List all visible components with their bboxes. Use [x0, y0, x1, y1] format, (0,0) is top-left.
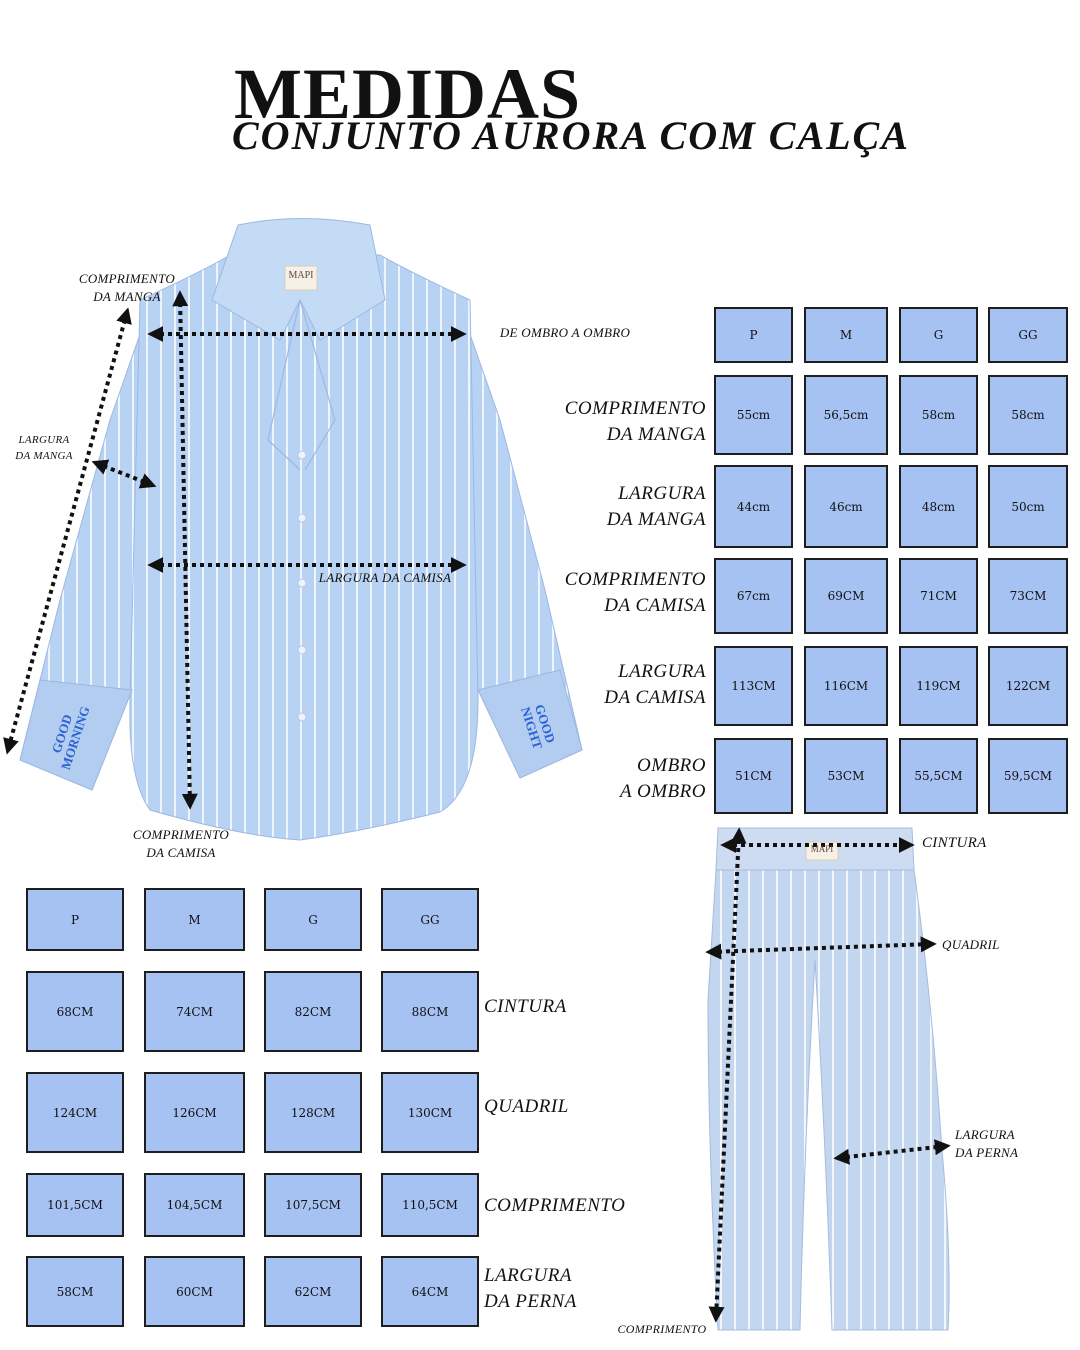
size-header-p: P [714, 307, 793, 363]
annot-sleeve-width: LARGURA DA MANGA [15, 434, 73, 462]
cell-sleeve-length-p: 55cm [714, 375, 793, 455]
arrow-sleeve-width [91, 459, 157, 489]
arrow-leg-width [833, 1139, 951, 1165]
cell-waist-p: 68CM [26, 971, 124, 1052]
cell-hip-m: 126CM [144, 1072, 245, 1153]
size-header-g: G [899, 307, 978, 363]
shirt-button [297, 578, 307, 588]
cell-leg-width-gg: 64CM [381, 1256, 479, 1327]
pants-illustration [705, 827, 951, 1331]
shirt-right-cuff [477, 669, 583, 779]
cell-sleeve-width-m: 46cm [804, 465, 888, 548]
annot-waist: CINTURA [922, 835, 987, 851]
pants-brand-text: MAPI [810, 844, 834, 854]
cell-shirt-length-g: 71CM [899, 558, 978, 634]
pants-legs [707, 869, 950, 1331]
cell-hip-gg: 130CM [381, 1072, 479, 1153]
cell-shirt-length-m: 69CM [804, 558, 888, 634]
annot-hip: QUADRIL [942, 937, 1000, 952]
cell-length-m: 104,5CM [144, 1173, 245, 1237]
cell-shoulder-m: 53CM [804, 738, 888, 814]
pants-size-header-gg: GG [381, 888, 479, 951]
cell-hip-p: 124CM [26, 1072, 124, 1153]
arrow-hip [705, 936, 937, 960]
page-title: MEDIDAS [234, 54, 582, 134]
shirt-body [129, 254, 479, 841]
cell-sleeve-length-m: 56,5cm [804, 375, 888, 455]
annot-shirt-length: COMPRIMENTO DA CAMISA [132, 827, 230, 860]
cell-leg-width-m: 60CM [144, 1256, 245, 1327]
arrow-pants-length [708, 827, 747, 1323]
page-subtitle: CONJUNTO AURORA COM CALÇA [232, 113, 910, 158]
cell-leg-width-p: 58CM [26, 1256, 124, 1327]
pants-size-header-g: G [264, 888, 362, 951]
shirt-brand-label [284, 265, 318, 291]
shirt-illustration [3, 218, 583, 841]
cell-waist-gg: 88CM [381, 971, 479, 1052]
row-label-waist: CINTURA [484, 996, 567, 1017]
shirt-button [297, 645, 307, 655]
annot-shirt-width: LARGURA DA CAMISA [318, 570, 452, 585]
arrow-sleeve-length [3, 307, 132, 755]
cell-shirt-length-gg: 73CM [988, 558, 1068, 634]
cell-shirt-width-m: 116CM [804, 646, 888, 726]
row-label-length: COMPRIMENTO [484, 1195, 626, 1216]
cell-leg-width-g: 62CM [264, 1256, 362, 1327]
cell-length-gg: 110,5CM [381, 1173, 479, 1237]
cell-sleeve-length-gg: 58cm [988, 375, 1068, 455]
cell-length-g: 107,5CM [264, 1173, 362, 1237]
pants-size-header-m: M [144, 888, 245, 951]
cell-hip-g: 128CM [264, 1072, 362, 1153]
cell-shirt-width-p: 113CM [714, 646, 793, 726]
cell-waist-g: 82CM [264, 971, 362, 1052]
row-label-hip: QUADRIL [484, 1096, 569, 1117]
size-header-gg: GG [988, 307, 1068, 363]
cell-sleeve-width-g: 48cm [899, 465, 978, 548]
cell-shoulder-p: 51CM [714, 738, 793, 814]
cell-length-p: 101,5CM [26, 1173, 124, 1237]
annot-leg-width: LARGURA DA PERNA [955, 1127, 1019, 1160]
cell-shirt-width-gg: 122CM [988, 646, 1068, 726]
cell-shoulder-gg: 59,5CM [988, 738, 1068, 814]
cell-sleeve-width-p: 44cm [714, 465, 793, 548]
cell-sleeve-width-gg: 50cm [988, 465, 1068, 548]
cell-shirt-length-p: 67cm [714, 558, 793, 634]
shirt-button [297, 450, 307, 460]
size-header-m: M [804, 307, 888, 363]
cell-waist-m: 74CM [144, 971, 245, 1052]
shirt-button [297, 513, 307, 523]
annot-shoulder: DE OMBRO A OMBRO [499, 325, 631, 340]
cell-shirt-width-g: 119CM [899, 646, 978, 726]
pants-size-header-p: P [26, 888, 124, 951]
cell-shoulder-g: 55,5CM [899, 738, 978, 814]
annot-sleeve-length: COMPRIMENTO DA MANGA [78, 271, 176, 304]
shirt-brand-text: MAPI [288, 270, 314, 281]
annot-pants-length: COMPRIMENTO [617, 1322, 707, 1336]
arrow-shirt-length [172, 290, 198, 810]
cell-sleeve-length-g: 58cm [899, 375, 978, 455]
shirt-button [297, 712, 307, 722]
